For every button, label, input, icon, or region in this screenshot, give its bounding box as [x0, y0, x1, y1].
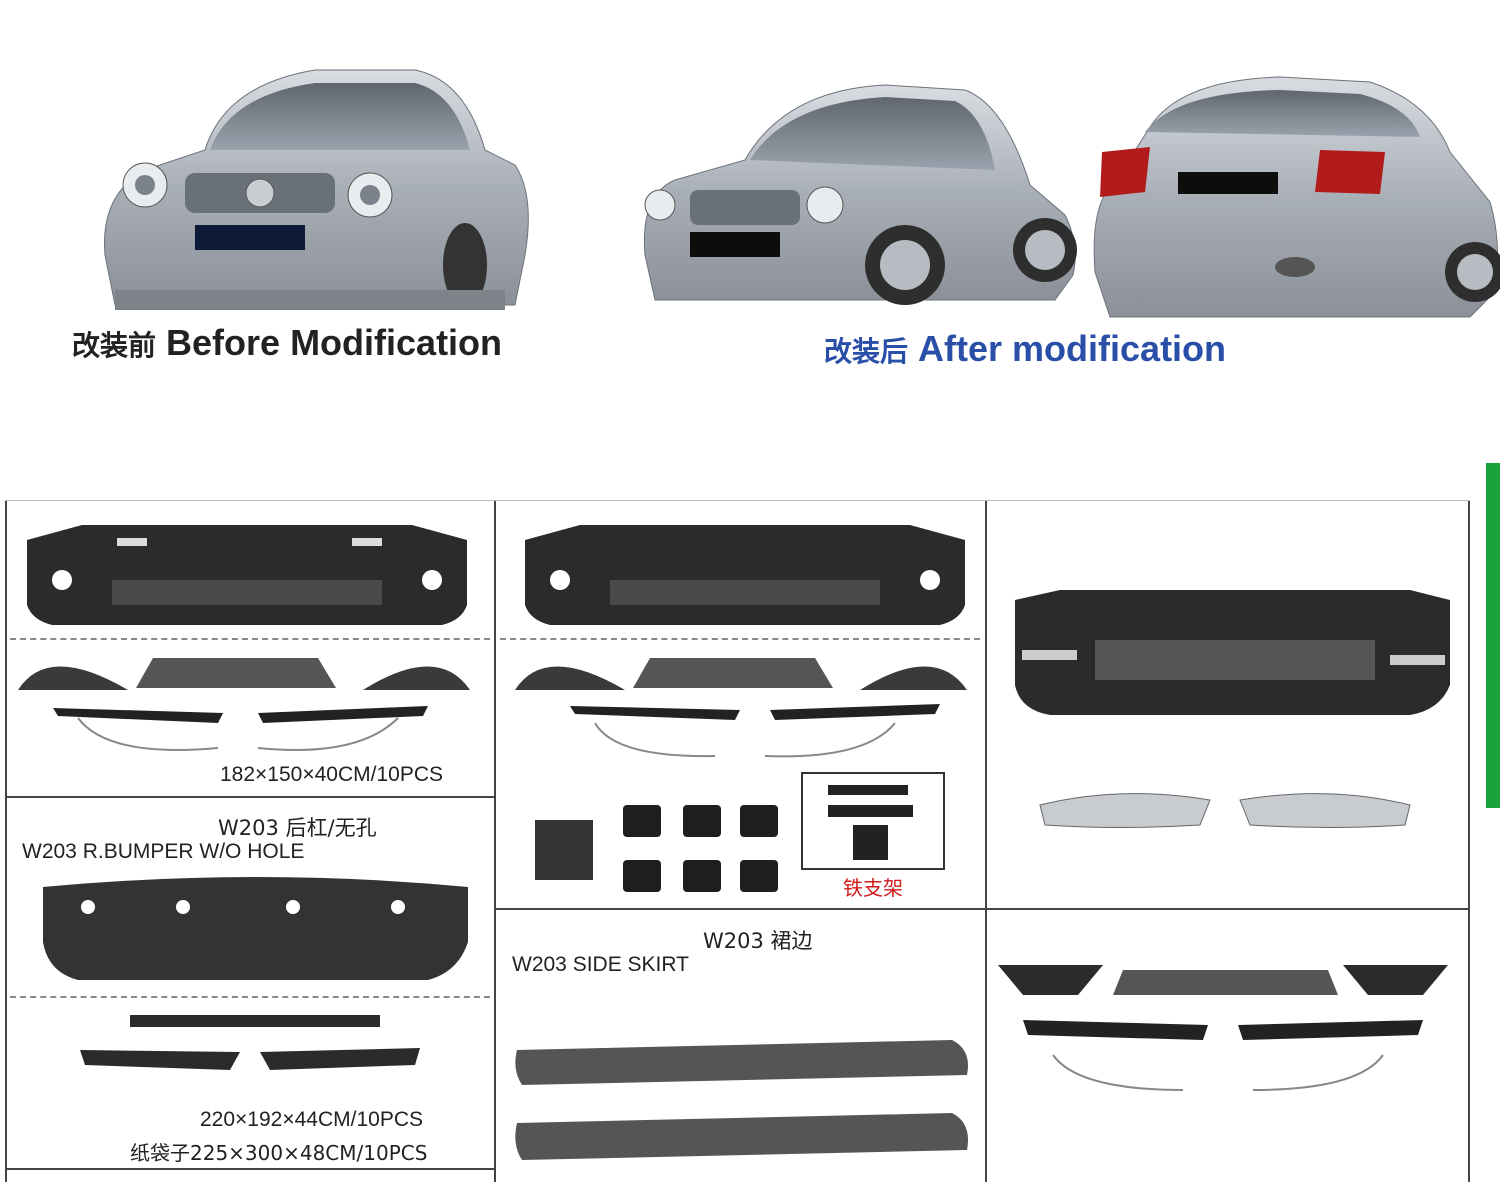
catalog-divider-1: [494, 500, 496, 1182]
front-bumper-image-middle: [525, 525, 965, 625]
after-modification-caption: 改装后 After modification: [824, 328, 1226, 370]
side-skirt-image: [515, 1040, 968, 1160]
fog-light-covers: [535, 805, 778, 892]
rear-kit-spec-2: 纸袋子225×300×48CM/10PCS: [130, 1141, 428, 1165]
iron-bracket-image: [828, 785, 913, 860]
before-caption-en: Before Modification: [166, 322, 503, 363]
rear-kit-spec-1: 220×192×44CM/10PCS: [200, 1108, 423, 1131]
catalog-divider-2: [985, 500, 987, 1182]
side-skirt-title-cn: W203 裙边: [703, 929, 813, 953]
front-bumper-parts-middle: [515, 658, 967, 758]
rear-bumper-title-en: W203 R.BUMPER W/O HOLE: [22, 840, 305, 863]
right-panel-separator: [987, 908, 1469, 910]
before-modification-caption: 改装前 Before Modification: [72, 322, 502, 364]
dash-mid-1: [500, 638, 980, 640]
middle-panel-separator: [496, 908, 986, 910]
side-skirt-title-en: W203 SIDE SKIRT: [512, 953, 690, 976]
amg-bumper-parts-image: [998, 965, 1448, 1091]
after-caption-cn: 改装后: [824, 335, 909, 368]
amg-front-bumper-image: [1015, 590, 1450, 715]
before-caption-cn: 改装前: [72, 329, 157, 362]
front-bumper-image-left: [27, 525, 467, 625]
iron-bracket-label: 铁支架: [843, 876, 903, 900]
bottom-line: [5, 1168, 495, 1170]
front-kit-spec-left: 182×150×40CM/10PCS: [220, 763, 443, 786]
catalog-top-line: [5, 500, 1470, 501]
rear-bumper-image: [43, 877, 468, 980]
after-car-front-image: [643, 84, 1077, 305]
dash-left-2: [10, 996, 490, 998]
iron-bracket-box: [801, 772, 945, 870]
after-car-rear-image: [1093, 76, 1500, 318]
left-panel-separator: [5, 796, 495, 798]
drl-lights-image: [1039, 793, 1411, 828]
after-caption-en: After modification: [918, 328, 1227, 369]
rear-bumper-title-cn: W203 后杠/无孔: [218, 816, 377, 840]
catalog-left-border: [5, 500, 7, 1182]
catalog-right-border: [1468, 500, 1470, 1182]
front-bumper-parts-left: [18, 658, 470, 751]
rear-bumper-parts: [80, 1015, 420, 1070]
dash-left-1: [10, 638, 490, 640]
green-side-bar: [1486, 463, 1500, 808]
before-car-image: [104, 69, 529, 310]
